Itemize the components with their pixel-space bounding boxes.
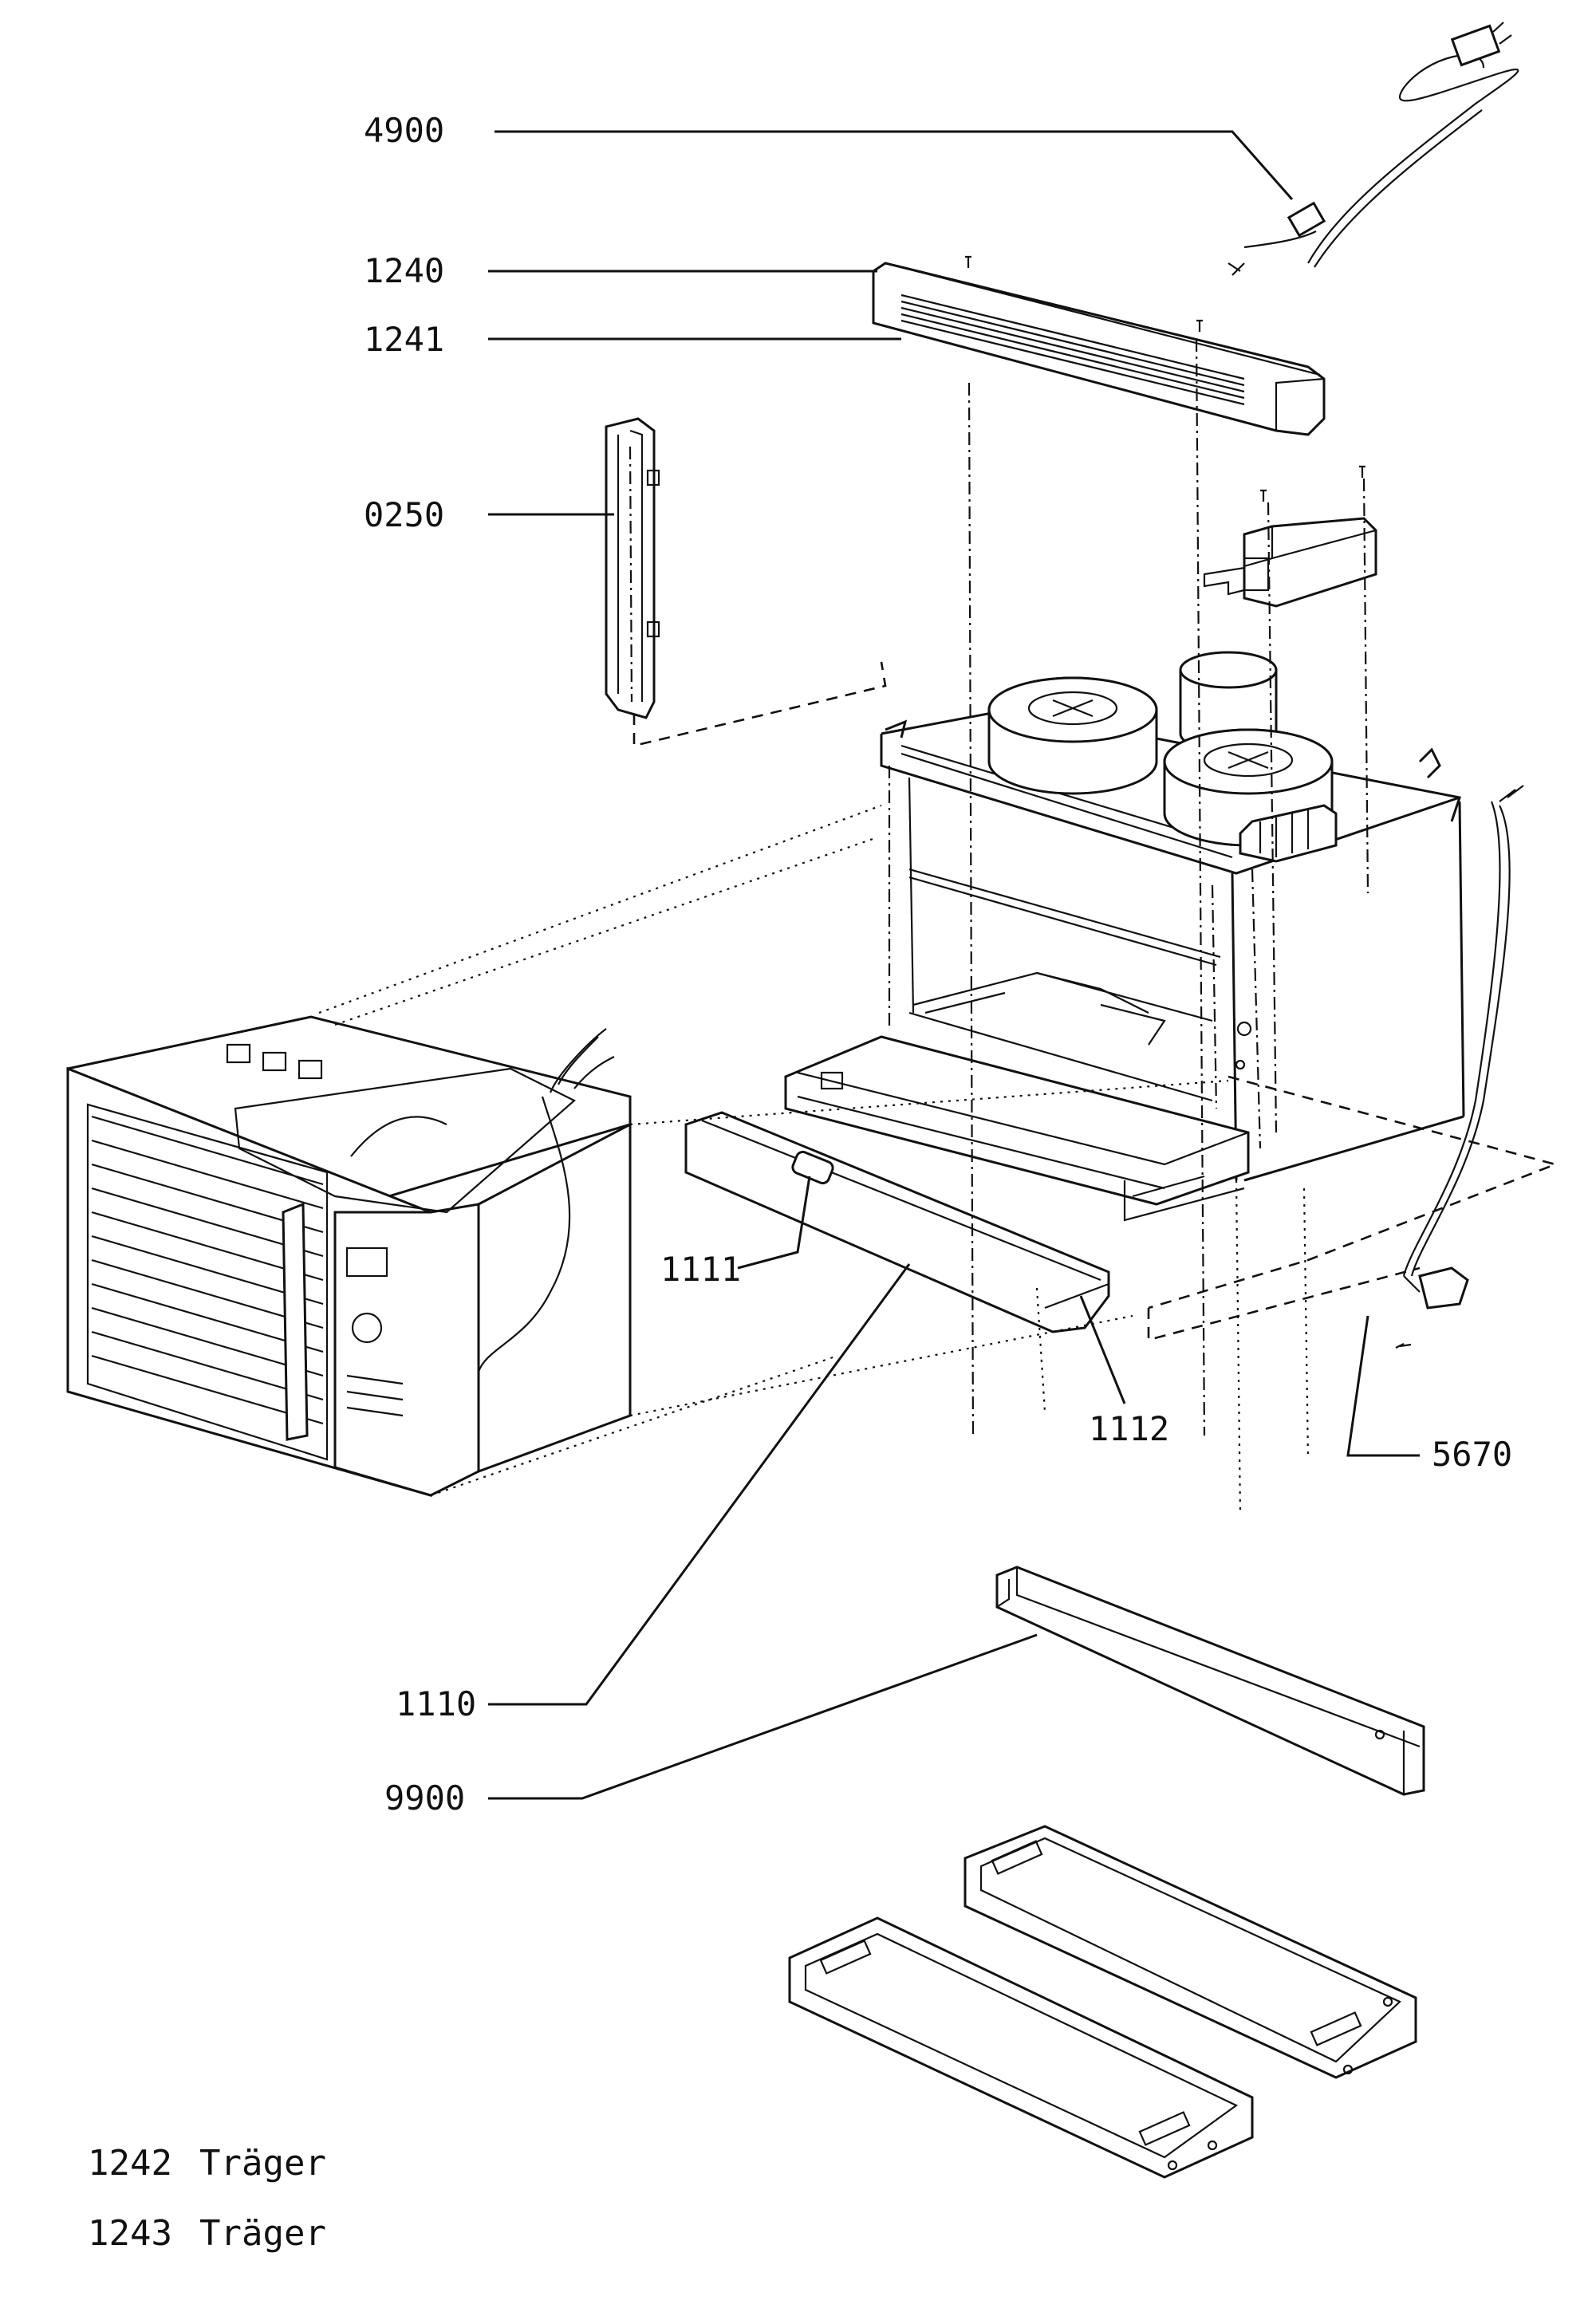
power-cord — [1228, 22, 1519, 276]
note-1-number: 1242 — [88, 2143, 172, 2184]
callout-9900: 9900 — [384, 1778, 465, 1818]
bracket-outline — [632, 661, 887, 747]
side-bracket — [605, 417, 660, 719]
leader-4900 — [495, 130, 1294, 200]
leader-1112 — [1079, 1295, 1126, 1404]
top-vent-panel — [872, 262, 1326, 436]
front-drawer-panel — [684, 1111, 1110, 1333]
callout-1241: 1241 — [364, 320, 444, 359]
parts-notes: 1242 Träger 1243 Träger — [88, 2143, 326, 2254]
callout-1112: 1112 — [1089, 1409, 1169, 1448]
note-2-number: 1243 — [88, 2213, 172, 2254]
note-1-text: Träger — [199, 2143, 326, 2184]
callout-4900: 4900 — [364, 111, 444, 150]
carrier-plate-lower — [788, 1916, 1254, 2179]
leader-9900 — [488, 1633, 1038, 1800]
callout-1110: 1110 — [396, 1684, 476, 1723]
microwave-oven — [66, 1015, 632, 1497]
callout-0250: 0250 — [364, 495, 444, 534]
callout-1111: 1111 — [660, 1250, 741, 1289]
assembly-guides — [318, 338, 1559, 1516]
note-2-text: Träger — [199, 2213, 326, 2254]
leader-1111 — [737, 1176, 811, 1270]
magnetron-capacitors — [987, 651, 1338, 863]
leader-5670 — [1346, 1315, 1420, 1457]
support-bar — [995, 1566, 1425, 1796]
callout-1240: 1240 — [364, 251, 444, 290]
leader-1110 — [488, 1263, 911, 1706]
control-module — [1203, 517, 1377, 608]
carrier-plate-upper — [964, 1825, 1417, 2079]
drawer-tray — [784, 1035, 1250, 1222]
leader-lines — [488, 130, 1420, 1800]
callout-5670: 5670 — [1432, 1435, 1512, 1474]
door-switch-cable — [1395, 785, 1524, 1349]
screws-top — [965, 255, 1365, 502]
